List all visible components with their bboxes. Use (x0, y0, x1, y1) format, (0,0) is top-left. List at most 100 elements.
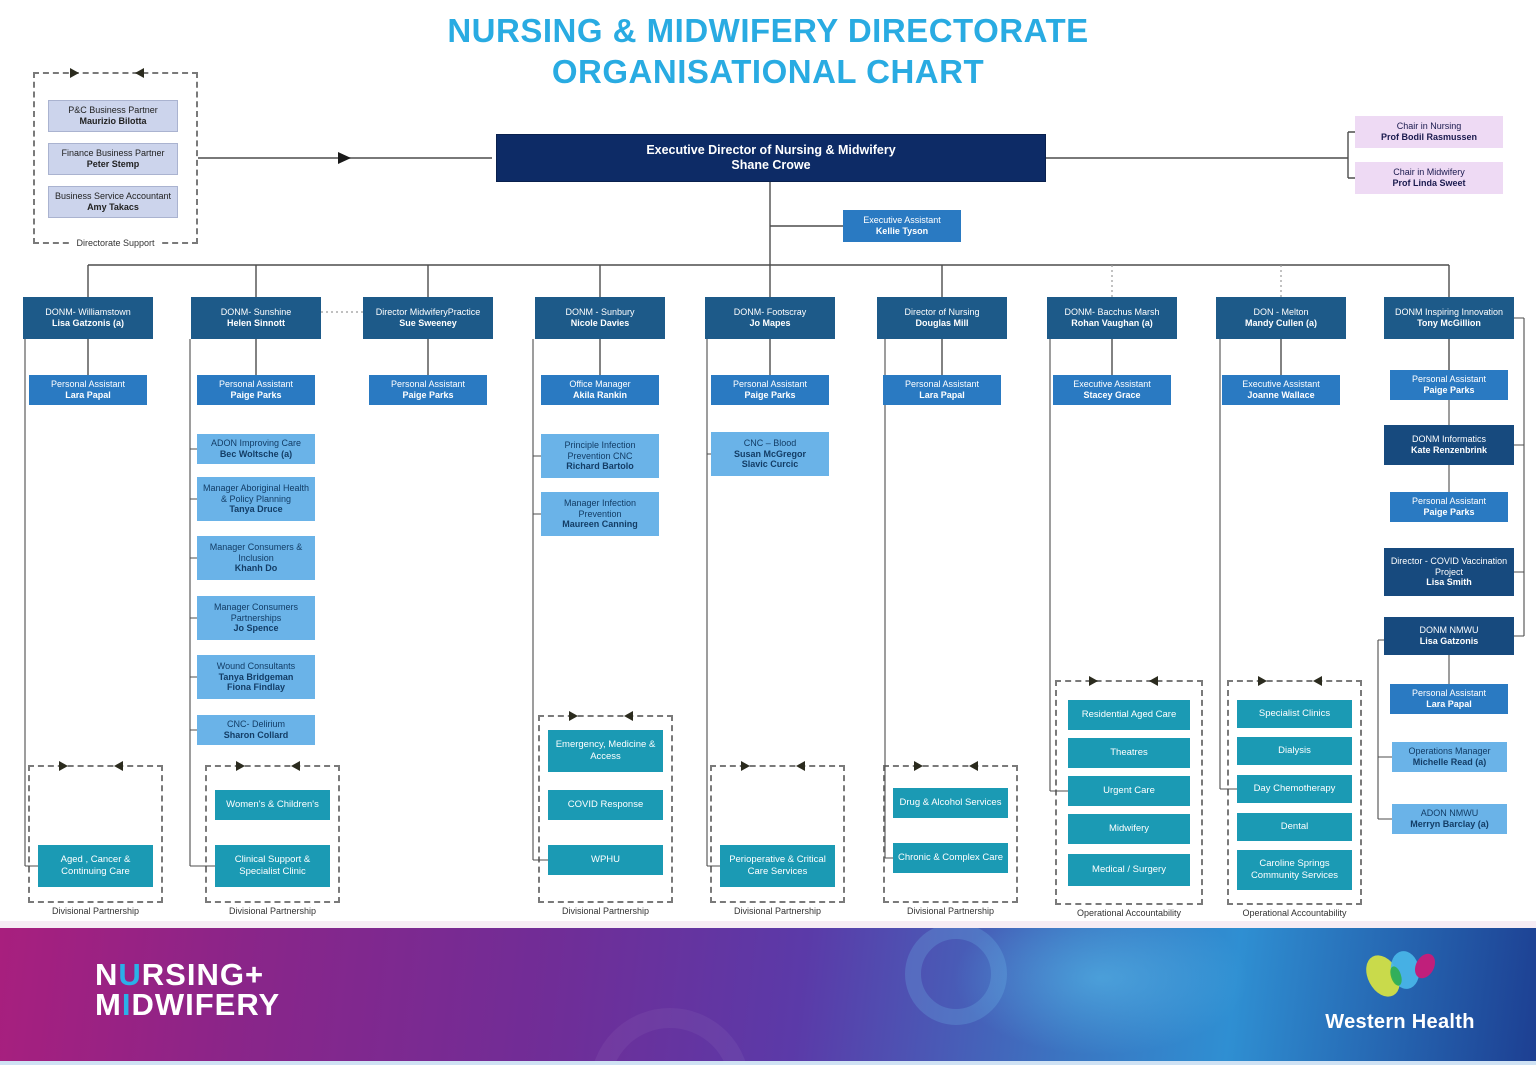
org-box-theatres: Theatres (1068, 738, 1190, 768)
org-box-manager-consumers-inclusion: Manager Consumers & Inclusion Khanh Do (197, 536, 315, 580)
org-box-assistant-sunbury: Office Manager Akila Rankin (541, 375, 659, 405)
flow-arrow-left-icon (623, 711, 633, 721)
flow-arrow-left-icon (795, 761, 805, 771)
org-box-covid-response: COVID Response (548, 790, 663, 820)
page-title: NURSING & MIDWIFERY DIRECTORATE ORGANISA… (0, 10, 1536, 93)
partnership-group-director-nursing: Divisional Partnership (883, 761, 1018, 916)
org-box-medical-surgery: Medical / Surgery (1068, 854, 1190, 886)
org-box-nmwu-assistant: Personal Assistant Lara Papal (1390, 684, 1508, 714)
org-box-day-chemotherapy: Day Chemotherapy (1237, 775, 1352, 803)
flow-arrow-right-icon (58, 761, 68, 771)
org-box-covid-vaccination-director: Director - COVID Vaccination Project Lis… (1384, 548, 1514, 596)
org-box-perioperative-critical-care: Perioperative & Critical Care Services (720, 845, 835, 887)
org-box-drug-alcohol-services: Drug & Alcohol Services (893, 788, 1008, 818)
org-box-assistant-inspiring-innovation: Personal Assistant Paige Parks (1390, 370, 1508, 400)
banner-ring-decoration (590, 1008, 750, 1065)
org-box-clinical-support-specialist-clinic: Clinical Support & Specialist Clinic (215, 845, 330, 887)
flow-arrow-right-icon (70, 68, 80, 78)
org-box-midwifery: Midwifery (1068, 814, 1190, 844)
org-box-cnc-delirium: CNC- Delirium Sharon Collard (197, 715, 315, 745)
group-label: Divisional Partnership (906, 906, 995, 916)
tuning-fork-stem-icon: I (121, 987, 132, 1023)
group-label: Directorate Support (70, 238, 161, 248)
org-box-residential-aged-care: Residential Aged Care (1068, 700, 1190, 730)
org-box-business-service-accountant: Business Service Accountant Amy Takacs (48, 186, 178, 218)
group-label: Divisional Partnership (561, 906, 650, 916)
org-box-head-sunshine: DONM- Sunshine Helen Sinnott (191, 297, 321, 339)
group-label: Divisional Partnership (51, 906, 140, 916)
org-box-wound-consultants: Wound Consultants Tanya Bridgeman Fiona … (197, 655, 315, 699)
org-box-womens-childrens: Women's & Children's (215, 790, 330, 820)
org-box-head-melton: DON - Melton Mandy Cullen (a) (1216, 297, 1346, 339)
org-box-donm-informatics: DONM Informatics Kate Renzenbrink (1384, 425, 1514, 465)
nursing-midwifery-logo: NURSING+ MIDWIFERY (95, 957, 281, 1023)
org-box-manager-consumers-partnerships: Manager Consumers Partnerships Jo Spence (197, 596, 315, 640)
org-box-assistant-footscray: Personal Assistant Paige Parks (711, 375, 829, 405)
accountability-group-melton: Operational Accountability (1227, 676, 1362, 918)
flow-arrow-right-icon (1088, 676, 1098, 686)
org-box-assistant-melton: Executive Assistant Joanne Wallace (1222, 375, 1340, 405)
flow-arrow-right-icon (740, 761, 750, 771)
partnership-group-sunshine: Divisional Partnership (205, 761, 340, 916)
org-box-pc-business-partner: P&C Business Partner Maurizio Bilotta (48, 100, 178, 132)
group-label: Operational Accountability (1076, 908, 1182, 918)
org-box-head-midwifery-practice: Director MidwiferyPractice Sue Sweeney (363, 297, 493, 339)
title-line1: NURSING & MIDWIFERY DIRECTORATE (447, 12, 1089, 49)
org-box-informatics-assistant: Personal Assistant Paige Parks (1390, 492, 1508, 522)
flow-arrow-right-icon (235, 761, 245, 771)
tuning-fork-icon: U (118, 957, 142, 992)
group-label: Operational Accountability (1242, 908, 1347, 918)
org-box-chronic-complex-care: Chronic & Complex Care (893, 843, 1008, 873)
org-box-chair-midwifery: Chair in Midwifery Prof Linda Sweet (1355, 162, 1503, 194)
flow-arrow-left-icon (113, 761, 123, 771)
org-box-head-footscray: DONM- Footscray Jo Mapes (705, 297, 835, 339)
flow-arrow-left-icon (134, 68, 144, 78)
org-box-assistant-bacchus-marsh: Executive Assistant Stacey Grace (1053, 375, 1171, 405)
org-box-urgent-care: Urgent Care (1068, 776, 1190, 806)
flow-arrow-right-icon (913, 761, 923, 771)
banner-top-strip (0, 921, 1536, 928)
org-box-assistant-williamstown: Personal Assistant Lara Papal (29, 375, 147, 405)
org-box-specialist-clinics: Specialist Clinics (1237, 700, 1352, 728)
org-box-head-williamstown: DONM- Williamstown Lisa Gatzonis (a) (23, 297, 153, 339)
flow-arrow-left-icon (1312, 676, 1322, 686)
flow-arrow-right-icon (1257, 676, 1267, 686)
group-label: Divisional Partnership (228, 906, 317, 916)
partnership-group-sunbury: Divisional Partnership (538, 711, 673, 916)
org-box-caroline-springs: Caroline Springs Community Services (1237, 850, 1352, 890)
banner-bottom-strip (0, 1061, 1536, 1065)
org-box-executive-assistant: Executive Assistant Kellie Tyson (843, 210, 961, 242)
org-box-head-inspiring-innovation: DONM Inspiring Innovation Tony McGillion (1384, 297, 1514, 339)
western-health-petals-icon (1366, 951, 1436, 997)
org-box-donm-nmwu: DONM NMWU Lisa Gatzonis (1384, 617, 1514, 655)
org-box-operations-manager: Operations Manager Michelle Read (a) (1392, 742, 1507, 772)
org-box-manager-infection-prevention: Manager Infection Prevention Maureen Can… (541, 492, 659, 536)
org-box-wphu: WPHU (548, 845, 663, 875)
flow-arrow-left-icon (1149, 676, 1159, 686)
org-box-emergency-medicine-access: Emergency, Medicine & Access (548, 730, 663, 772)
org-box-assistant-midwifery-practice: Personal Assistant Paige Parks (369, 375, 487, 405)
org-box-principle-infection-prevention: Principle Infection Prevention CNC Richa… (541, 434, 659, 478)
org-box-head-bacchus-marsh: DONM- Bacchus Marsh Rohan Vaughan (a) (1047, 297, 1177, 339)
org-box-dental: Dental (1237, 813, 1352, 841)
partnership-group-williamstown: Divisional Partnership (28, 761, 163, 916)
org-box-assistant-sunshine: Personal Assistant Paige Parks (197, 375, 315, 405)
org-box-finance-business-partner: Finance Business Partner Peter Stemp (48, 143, 178, 175)
org-box-executive-director: Executive Director of Nursing & Midwifer… (496, 134, 1046, 182)
org-box-adon-nmwu: ADON NMWU Merryn Barclay (a) (1392, 804, 1507, 834)
flow-arrow-left-icon (968, 761, 978, 771)
org-box-head-director-nursing: Director of Nursing Douglas Mill (877, 297, 1007, 339)
org-box-dialysis: Dialysis (1237, 737, 1352, 765)
org-box-chair-nursing: Chair in Nursing Prof Bodil Rasmussen (1355, 116, 1503, 148)
directorate-support-group: Directorate Support (33, 68, 198, 248)
org-box-adon-improving-care: ADON Improving Care Bec Woltsche (a) (197, 434, 315, 464)
title-line2: ORGANISATIONAL CHART (551, 53, 985, 91)
org-box-manager-aboriginal-health: Manager Aboriginal Health & Policy Plann… (197, 477, 315, 521)
group-label: Divisional Partnership (733, 906, 822, 916)
flow-arrow-right-icon (568, 711, 578, 721)
partnership-group-footscray: Divisional Partnership (710, 761, 845, 916)
accountability-group-bacchus-marsh: Operational Accountability (1055, 676, 1203, 918)
footer-banner: NURSING+ MIDWIFERY Western Health (0, 928, 1536, 1065)
